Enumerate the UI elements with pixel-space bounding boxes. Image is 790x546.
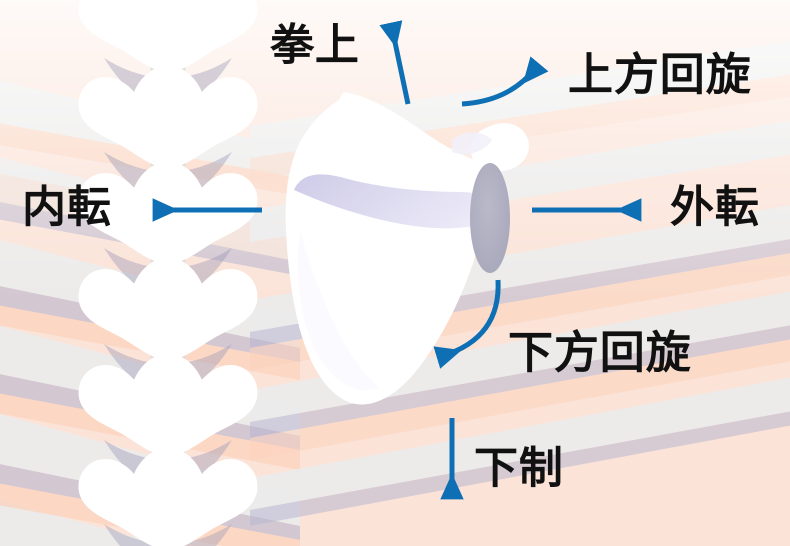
- label-abduction: 外転: [670, 183, 760, 232]
- label-adduction: 内転: [22, 183, 112, 232]
- elevation-arrow: [379, 20, 411, 105]
- coracoid-process: [452, 132, 492, 155]
- scapula: [285, 92, 529, 405]
- label-downward-rotation: 下方回旋: [508, 327, 692, 378]
- upward-rotation-arrow: [461, 56, 549, 107]
- vertebral-column: [78, 0, 258, 546]
- vertebra-shape: [78, 0, 258, 546]
- glenoid-cavity: [470, 163, 510, 273]
- label-upward-rotation: 上方回旋: [568, 49, 752, 100]
- label-elevation: 拳上: [270, 21, 360, 70]
- supraspinous-fossa: [334, 92, 486, 181]
- movement-arrows: [152, 20, 642, 500]
- scapula-shading: [297, 230, 380, 391]
- downward-rotation-arrow: [433, 279, 501, 369]
- acromion: [470, 123, 529, 172]
- label-depression: 下制: [474, 444, 564, 493]
- scapular-spine: [294, 174, 508, 229]
